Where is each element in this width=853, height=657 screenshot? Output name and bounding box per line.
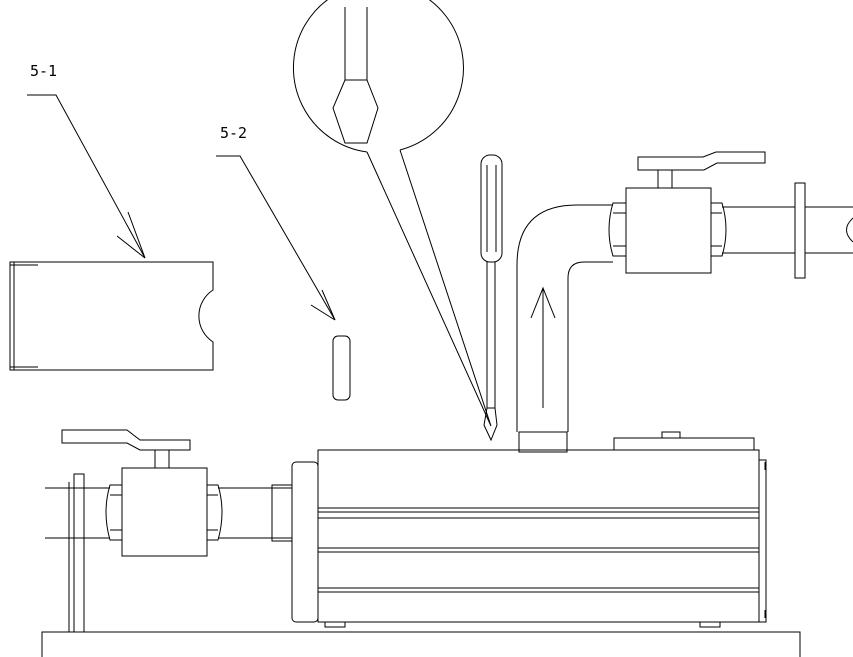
flow-direction-arrow [530, 286, 556, 408]
arrowhead-5-1 [116, 211, 146, 259]
right-valve-handle [637, 151, 766, 171]
leader-line-5-1 [27, 94, 146, 259]
outlet-elbow-pipe [516, 204, 613, 453]
screwdriver [480, 154, 503, 442]
callout-5-2: 5-2 [216, 124, 336, 321]
callout-label-5-1: 5-1 [30, 62, 57, 80]
left-pipe-support [45, 473, 293, 633]
callout-label-5-2: 5-2 [220, 124, 247, 142]
base-plate [41, 631, 801, 657]
end-cap [291, 461, 319, 623]
part-5-2-key [332, 335, 351, 401]
part-5-1-bracket [9, 261, 214, 371]
main-housing [291, 431, 767, 628]
outlet-fitting [518, 431, 568, 453]
left-valve-handle [61, 429, 191, 451]
top-cover-plate [613, 437, 755, 451]
left-ball-valve [61, 429, 223, 557]
right-ball-valve [608, 151, 766, 274]
callout-5-1: 5-1 [27, 62, 146, 259]
detail-magnifier [292, 0, 492, 427]
arrowhead-5-2 [310, 289, 336, 321]
right-pipe-flange [722, 182, 853, 279]
leader-line-5-2 [216, 155, 336, 321]
